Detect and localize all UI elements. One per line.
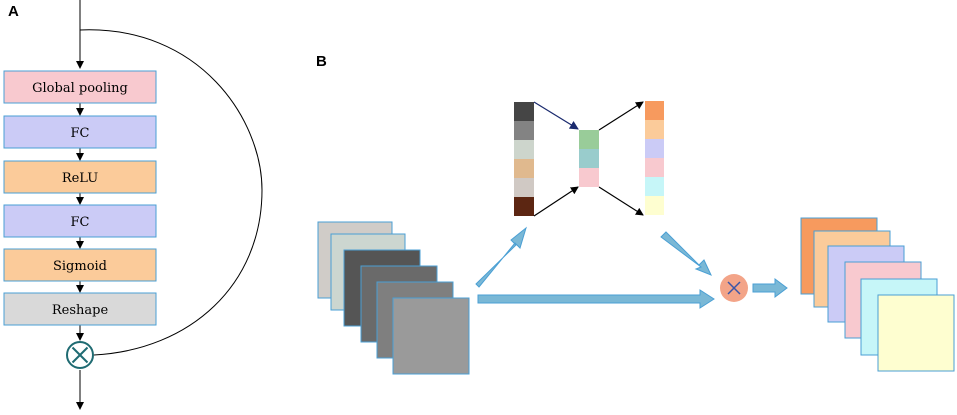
squeeze-cell <box>514 178 534 197</box>
input-feature-maps <box>317 221 470 375</box>
panel-a: A Global pooling FC ReLU <box>3 0 263 410</box>
skip-connection-curve <box>79 29 263 356</box>
step-box-reshape: Reshape <box>3 292 157 326</box>
step-box-fc-1: FC <box>3 115 157 149</box>
multiply-node-b <box>720 274 748 302</box>
step-box-bg <box>3 115 157 149</box>
step-box-bg <box>3 160 157 194</box>
feature-map-slice <box>877 294 955 372</box>
squeeze-vector <box>514 102 534 216</box>
fc-arrow <box>533 186 579 217</box>
multiply-icon <box>71 346 89 364</box>
step-box-bg <box>3 248 157 282</box>
squeeze-cell <box>514 121 534 140</box>
step-box-bg <box>3 292 157 326</box>
excite-cell <box>645 158 664 177</box>
step-label: Global pooling <box>32 81 128 96</box>
excite-cell <box>645 177 664 196</box>
squeeze-cell <box>514 159 534 178</box>
excite-cell <box>645 196 664 215</box>
step-label: ReLU <box>62 171 98 186</box>
step-box-bg <box>3 70 157 104</box>
arrow-to-squeeze <box>475 226 527 288</box>
flow-arrows-b <box>475 226 788 309</box>
excite-cell <box>645 101 664 120</box>
fc-arrow <box>533 101 579 130</box>
panel-b: B <box>316 53 955 375</box>
step-label: FC <box>71 126 90 141</box>
step-label: FC <box>71 215 90 230</box>
bottleneck-vector <box>579 130 599 187</box>
fc-arrow <box>598 186 644 216</box>
bottleneck-cell <box>579 168 599 187</box>
bottleneck-cell <box>579 130 599 149</box>
arrow-identity-path <box>477 289 715 309</box>
panel-b-label: B <box>316 53 327 70</box>
excite-cell <box>645 139 664 158</box>
fc-connections <box>533 101 644 217</box>
fc-arrow <box>598 101 644 131</box>
excite-vector <box>645 101 664 215</box>
multiply-icon <box>727 281 741 295</box>
step-box-global-pooling: Global pooling <box>3 70 157 104</box>
bottleneck-cell <box>579 149 599 168</box>
output-feature-maps <box>800 217 955 372</box>
arrow-to-multiply <box>660 231 712 276</box>
squeeze-cell <box>514 197 534 216</box>
squeeze-cell <box>514 140 534 159</box>
feature-map-slice <box>392 297 470 375</box>
step-label: Sigmoid <box>53 259 107 274</box>
step-label: Reshape <box>52 303 109 318</box>
step-box-sigmoid: Sigmoid <box>3 248 157 282</box>
squeeze-cell <box>514 102 534 121</box>
step-box-bg <box>3 204 157 238</box>
multiply-node-a <box>66 341 94 369</box>
arrow-to-output <box>752 278 788 298</box>
step-box-fc-2: FC <box>3 204 157 238</box>
panel-a-label: A <box>8 3 19 20</box>
excite-cell <box>645 120 664 139</box>
step-box-relu: ReLU <box>3 160 157 194</box>
